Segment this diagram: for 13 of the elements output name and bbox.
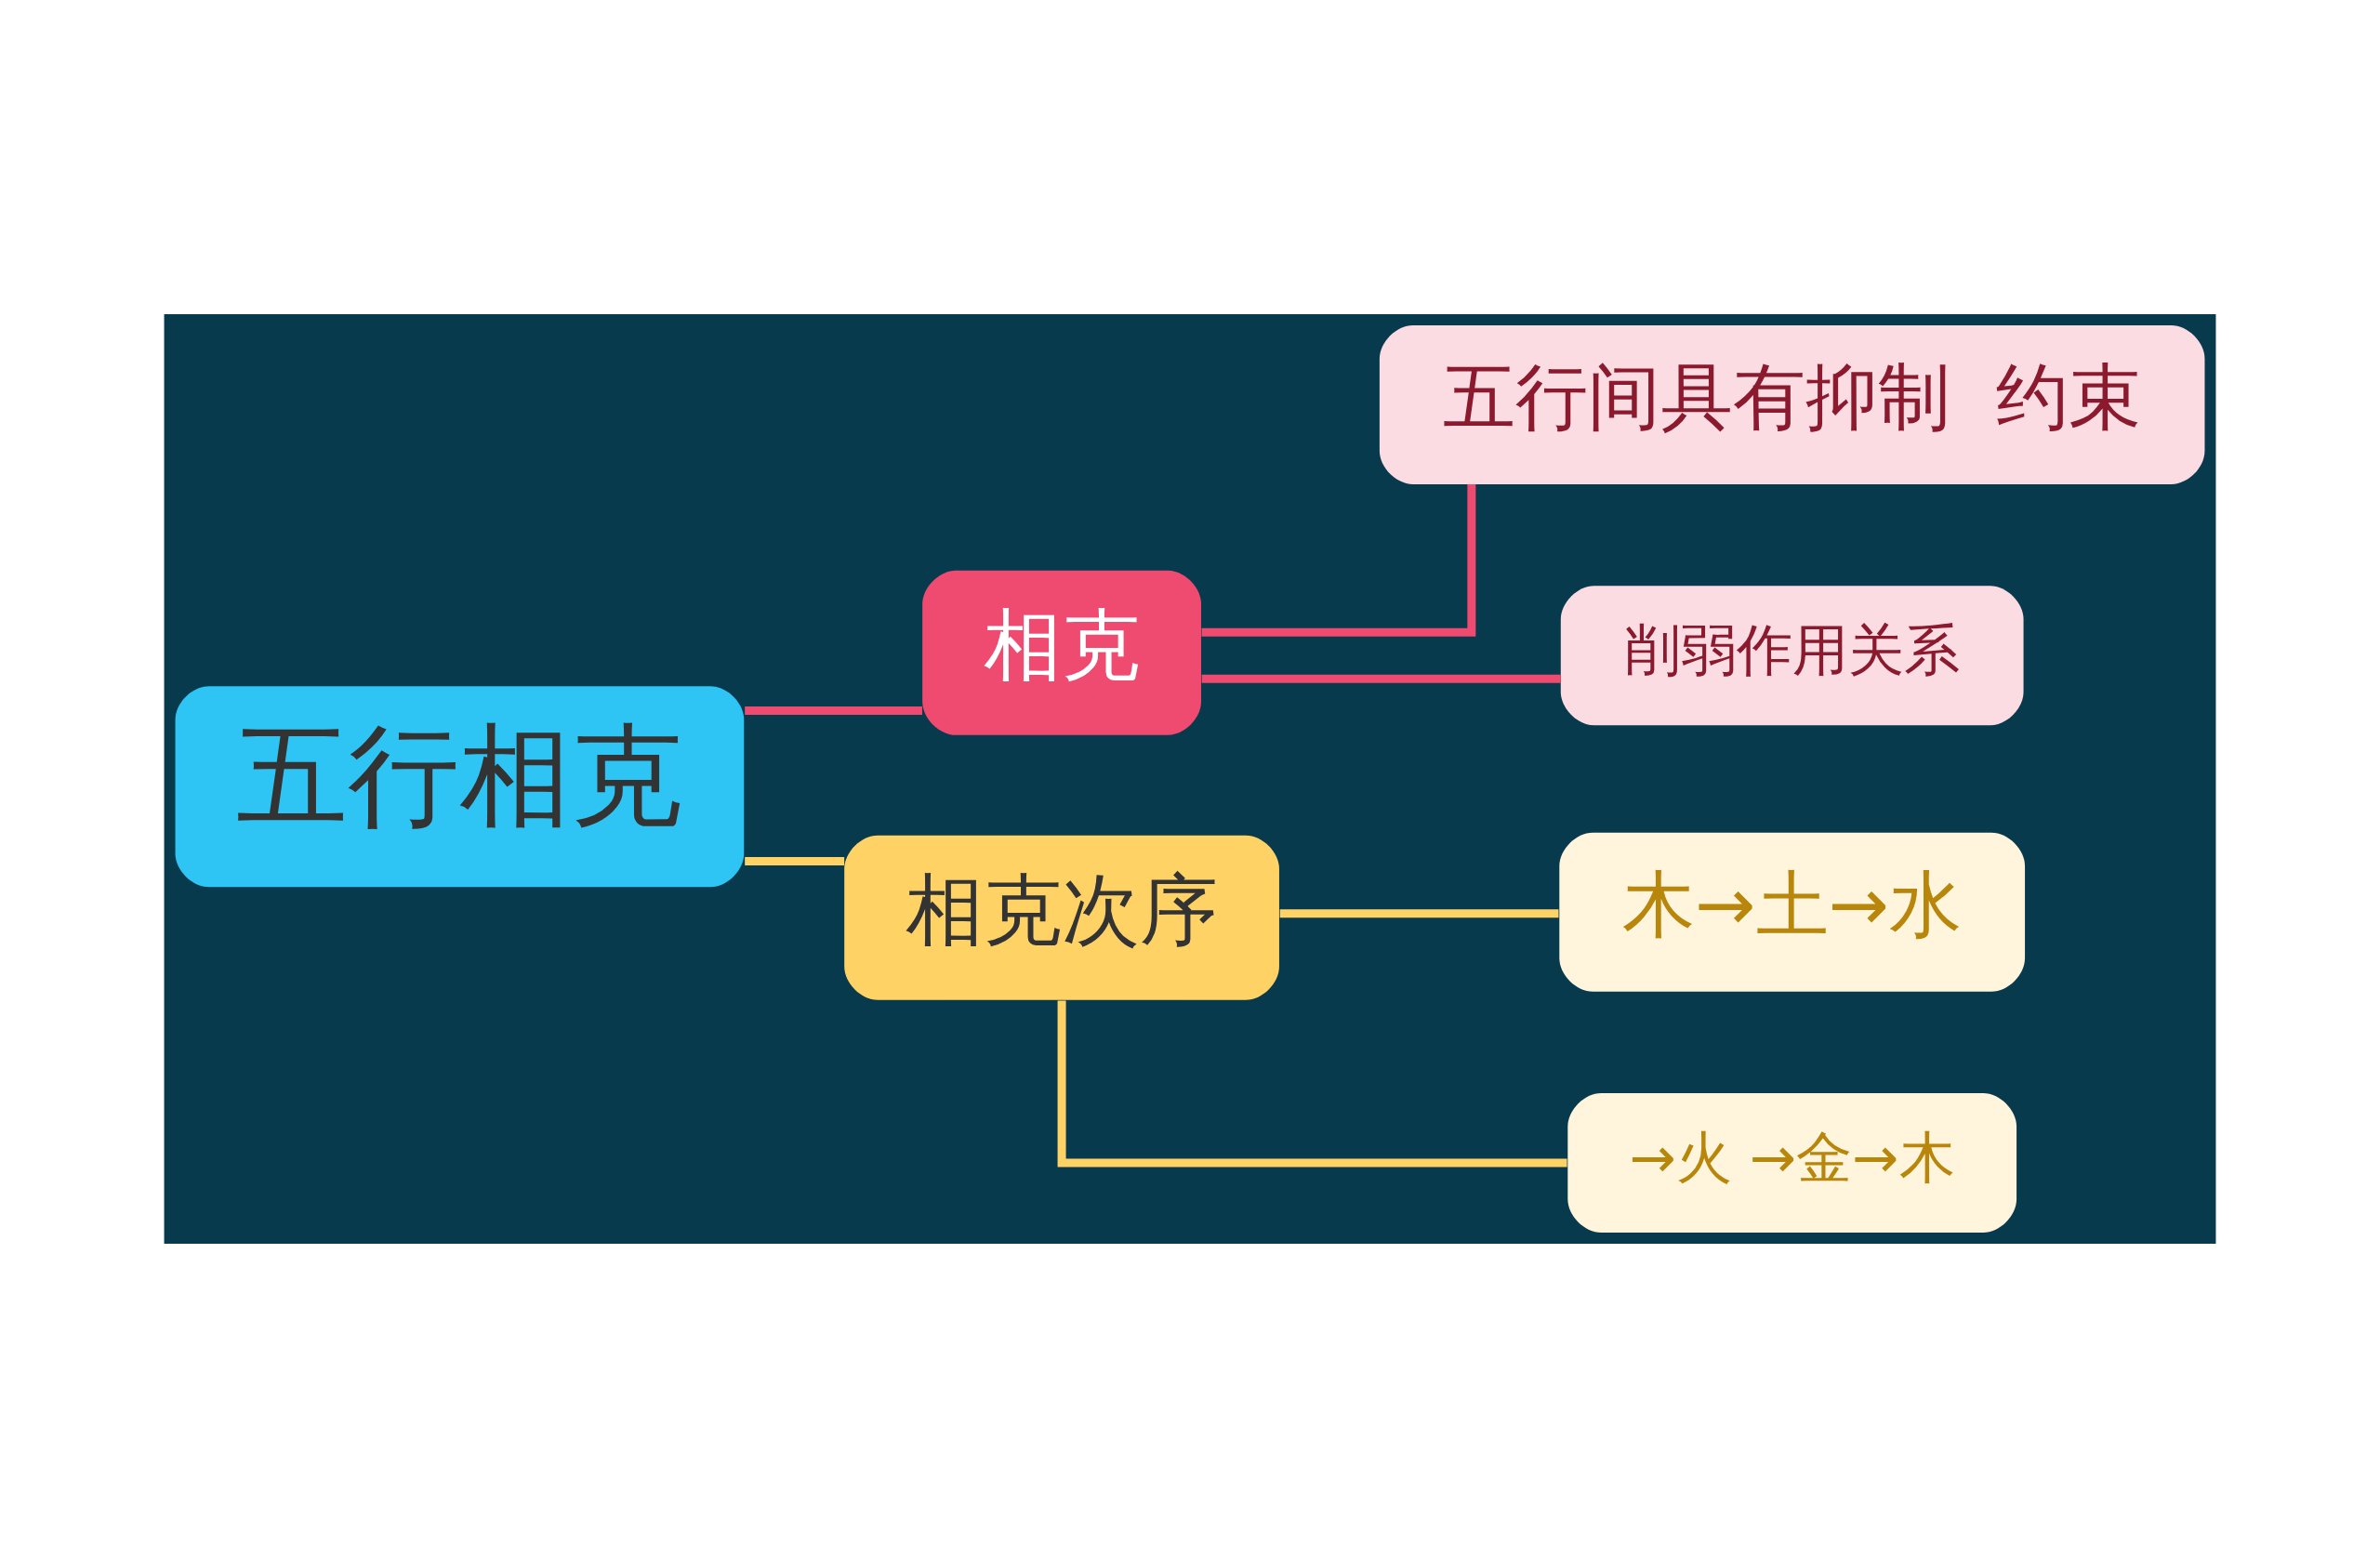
connector bbox=[1201, 674, 1561, 683]
connector bbox=[1201, 483, 1476, 637]
node-box: 相克 bbox=[922, 570, 1201, 735]
connector bbox=[745, 856, 845, 865]
node-box: →火 →金→木 bbox=[1567, 1092, 2017, 1233]
connector bbox=[1279, 908, 1559, 917]
node-box: 削弱作用关系 bbox=[1560, 585, 2024, 725]
node-box: 五行相克 bbox=[175, 685, 745, 887]
connector bbox=[1057, 1000, 1567, 1168]
node-box: 相克次序 bbox=[844, 835, 1279, 1000]
node-box: 木→土→水 bbox=[1559, 832, 2026, 992]
connector bbox=[745, 706, 922, 715]
node-box: 五行间具有抑制 约束 bbox=[1379, 324, 2205, 484]
